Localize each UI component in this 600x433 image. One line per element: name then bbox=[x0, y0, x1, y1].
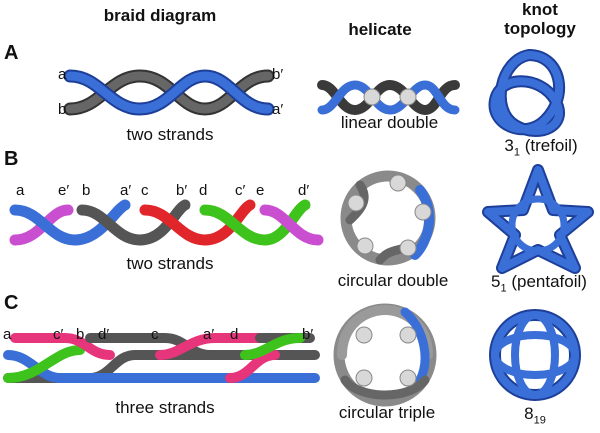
row-a-label: A bbox=[4, 42, 19, 64]
braid-b-end-e: e bbox=[256, 182, 265, 199]
pentafoil-subscript: 1 bbox=[500, 282, 507, 295]
knot-header-line1: knot bbox=[522, 0, 558, 19]
knot-8-19-subscript: 19 bbox=[533, 414, 546, 427]
knot-topology-header: knot topology bbox=[490, 0, 590, 38]
helicate-header: helicate bbox=[348, 20, 412, 39]
braid-b-end-b: b bbox=[82, 182, 91, 199]
braid-b-end-a: a bbox=[16, 182, 25, 199]
braid-c-end-a: a bbox=[3, 326, 12, 343]
braid-c-end-dprime: d′ bbox=[98, 326, 110, 343]
braid-c-end-d: d bbox=[230, 326, 239, 343]
braid-a-caption: two strands bbox=[126, 125, 214, 144]
pentafoil-name: (pentafoil) bbox=[506, 272, 587, 291]
trefoil-name: (trefoil) bbox=[519, 136, 578, 155]
braid-c-end-c: c bbox=[151, 326, 159, 343]
braid-b-end-dprime: d′ bbox=[298, 182, 310, 199]
braid-b-end-eprime: e′ bbox=[58, 182, 70, 199]
braid-b-end-bprime: b′ bbox=[176, 182, 188, 199]
braid-c-end-b: b bbox=[76, 326, 85, 343]
knot-8-19-number: 8 bbox=[524, 404, 534, 423]
helicate-c-caption: circular triple bbox=[338, 403, 436, 422]
braid-diagram-header: braid diagram bbox=[103, 6, 217, 25]
knot-8-19-caption: 819 bbox=[505, 404, 565, 426]
helicate-a-caption: linear double bbox=[340, 113, 439, 132]
row-c-label: C bbox=[4, 292, 19, 314]
braid-c-end-aprime: a′ bbox=[203, 326, 215, 343]
trefoil-number: 3 bbox=[504, 136, 514, 155]
pentafoil-number: 5 bbox=[491, 272, 501, 291]
braid-a-end-b: b bbox=[58, 101, 67, 118]
braid-b-end-aprime: a′ bbox=[120, 182, 132, 199]
braid-a-end-bprime: b′ bbox=[272, 66, 284, 83]
trefoil-caption: 31 (trefoil) bbox=[486, 136, 596, 158]
row-b-label: B bbox=[4, 148, 19, 170]
trefoil-subscript: 1 bbox=[513, 146, 520, 159]
braid-b-end-d: d bbox=[199, 182, 208, 199]
braid-b-end-c: c bbox=[141, 182, 149, 199]
pentafoil-caption: 51 (pentafoil) bbox=[478, 272, 600, 294]
knot-header-line2: topology bbox=[504, 19, 576, 38]
braid-a-end-a: a bbox=[58, 66, 67, 83]
braid-c-end-cprime: c′ bbox=[53, 326, 64, 343]
braid-c-caption: three strands bbox=[115, 398, 215, 417]
braid-b-caption: two strands bbox=[126, 254, 214, 273]
helicate-b-caption: circular double bbox=[337, 271, 449, 290]
braid-b-end-cprime: c′ bbox=[235, 182, 246, 199]
braid-c-end-bprime: b′ bbox=[302, 326, 314, 343]
braid-a-strand-blue bbox=[63, 69, 275, 116]
braid-a-end-aprime: a′ bbox=[272, 101, 284, 118]
